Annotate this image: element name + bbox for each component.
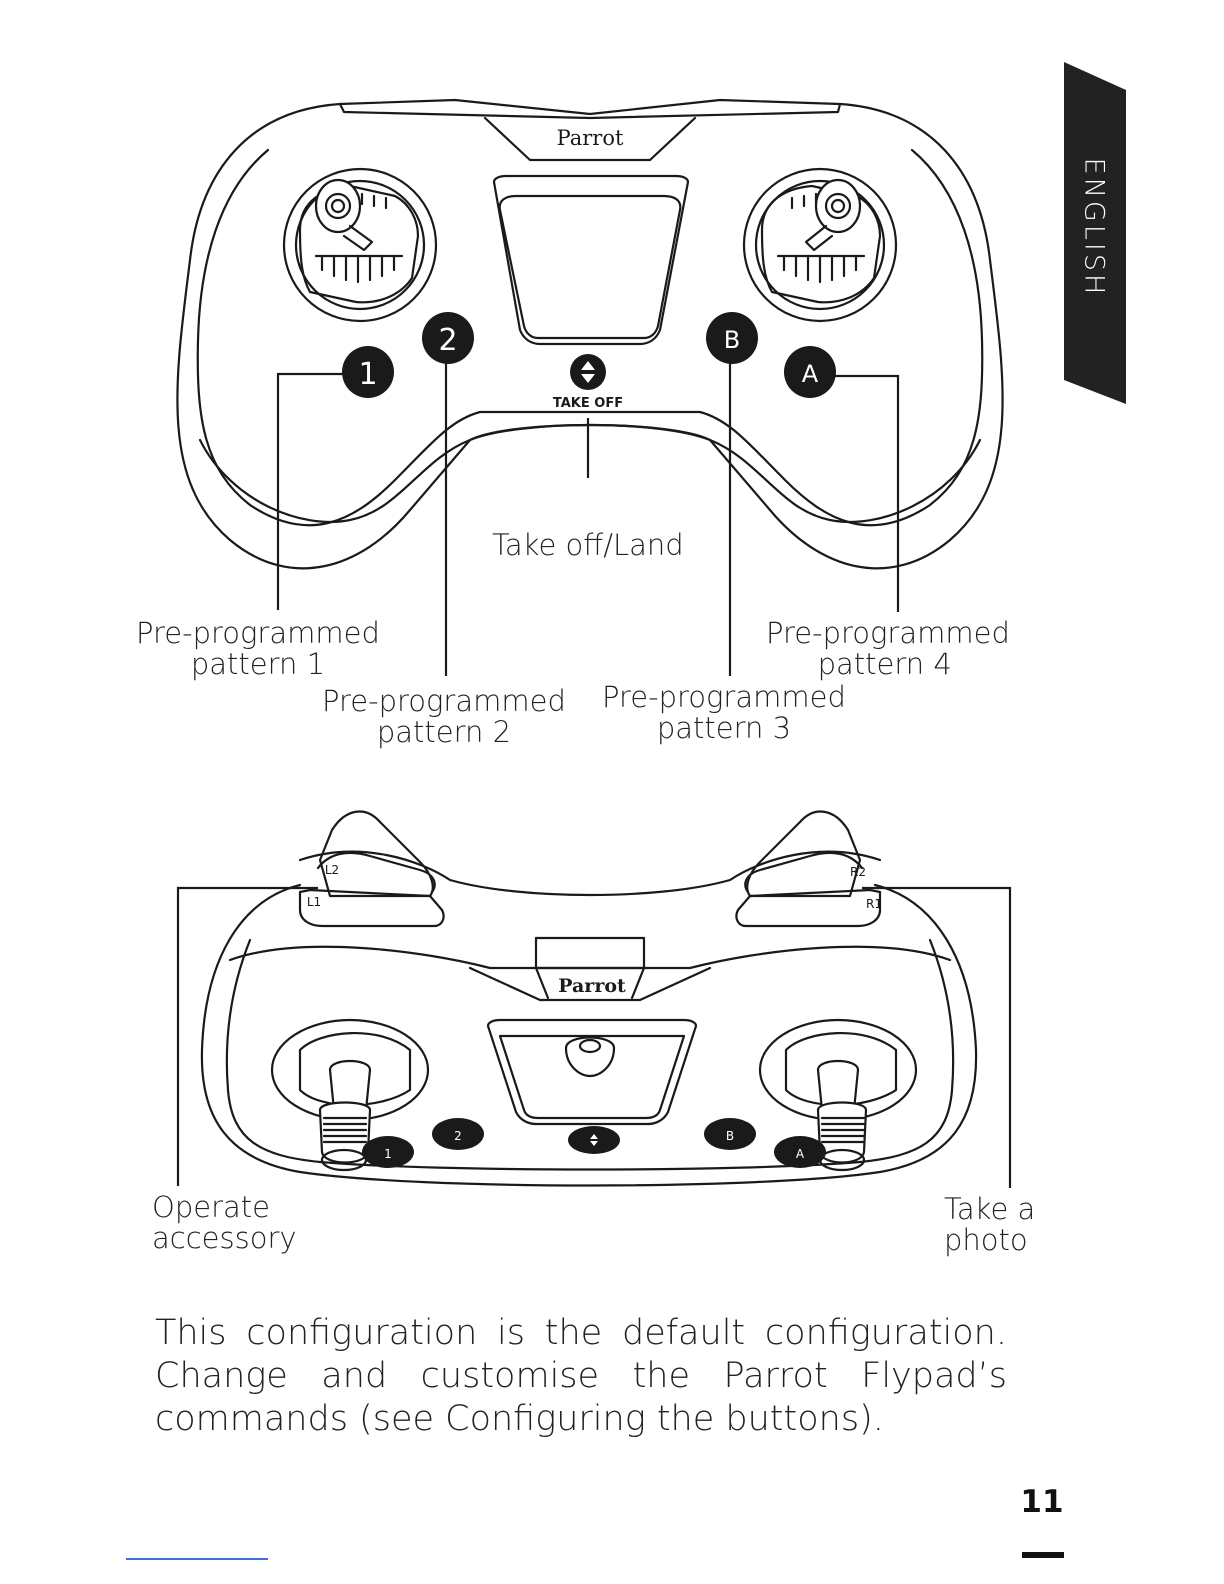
- bottom-button-2-icon: 2: [432, 1118, 484, 1150]
- brand-logo-bottom: Parrot: [558, 975, 626, 997]
- pattern-3-line2: pattern 3: [656, 711, 792, 745]
- top-controller-diagram: 1 2 B A TAKE OFF Parrot: [176, 98, 1004, 676]
- button-2-label: 2: [438, 323, 457, 358]
- pattern-4-line1: Pre-programmed: [766, 616, 1010, 650]
- pattern-4-label: Pre-programmed pattern 4: [766, 618, 1010, 680]
- bottom-takeoff-button-icon: [568, 1126, 620, 1154]
- bottom-button-a-label: A: [796, 1147, 805, 1161]
- button-2-icon: 2: [422, 312, 474, 364]
- button-b-label: B: [724, 326, 740, 354]
- bottom-button-b-icon: B: [704, 1118, 756, 1150]
- controller-outline-bottom: [200, 883, 978, 1187]
- take-off-land-label: Take off/Land: [492, 528, 684, 562]
- brand-logo-top: Parrot: [557, 126, 624, 150]
- button-b-icon: B: [706, 312, 758, 364]
- bottom-button-2-label: 2: [454, 1129, 462, 1143]
- bottom-button-1-label: 1: [384, 1147, 392, 1161]
- l2-label: L2: [325, 863, 339, 877]
- button-1-label: 1: [358, 357, 377, 392]
- footer-rule: [126, 1558, 268, 1560]
- pattern-1-line1: Pre-programmed: [136, 616, 380, 650]
- r1-label: R1: [866, 897, 882, 911]
- body-paragraph: This configuration is the default config…: [155, 1312, 1007, 1441]
- pattern-1-line2: pattern 1: [190, 647, 326, 681]
- button-1-icon: 1: [342, 346, 394, 398]
- page-number: 11: [1020, 1484, 1064, 1520]
- pattern-4-line2: pattern 4: [817, 647, 952, 681]
- bottom-button-1-icon: 1: [362, 1136, 414, 1168]
- button-a-label: A: [802, 360, 819, 388]
- pattern-2-label: Pre-programmed pattern 2: [322, 686, 566, 748]
- operate-accessory-label: Operate accessory: [152, 1192, 297, 1254]
- pattern-3-line1: Pre-programmed: [602, 680, 846, 714]
- operate-accessory-line1: Operate: [152, 1190, 270, 1224]
- body-line-2: Change and customise the Parrot Flypad’s: [155, 1356, 1007, 1396]
- take-photo-label: Take a photo: [944, 1194, 1035, 1256]
- pattern-2-line2: pattern 2: [376, 715, 512, 749]
- language-tab-shape: [1064, 62, 1126, 404]
- pattern-1-label: Pre-programmed pattern 1: [136, 618, 380, 680]
- button-a-icon: A: [784, 346, 836, 398]
- l1-label: L1: [307, 895, 321, 909]
- body-line-1: This configuration is the default config…: [155, 1313, 1007, 1353]
- bottom-button-b-label: B: [726, 1129, 734, 1143]
- body-line-3: commands (see Configuring the buttons).: [155, 1399, 884, 1439]
- bottom-button-a-icon: A: [774, 1136, 826, 1168]
- operate-accessory-line2: accessory: [152, 1221, 297, 1255]
- page-number-bar: [1022, 1552, 1064, 1558]
- take-photo-line2: photo: [944, 1223, 1028, 1257]
- controller-outline-top: [176, 102, 1004, 570]
- take-photo-line1: Take a: [944, 1192, 1036, 1226]
- pattern-2-line1: Pre-programmed: [322, 684, 566, 718]
- takeoff-button-icon: [570, 354, 606, 390]
- pattern-3-label: Pre-programmed pattern 3: [602, 682, 846, 744]
- bottom-controller-diagram: 1 2 B A L2 L1 R2 R1 Parrot: [176, 810, 1012, 1188]
- r2-label: R2: [850, 865, 866, 879]
- takeoff-button-text: TAKE OFF: [553, 396, 623, 411]
